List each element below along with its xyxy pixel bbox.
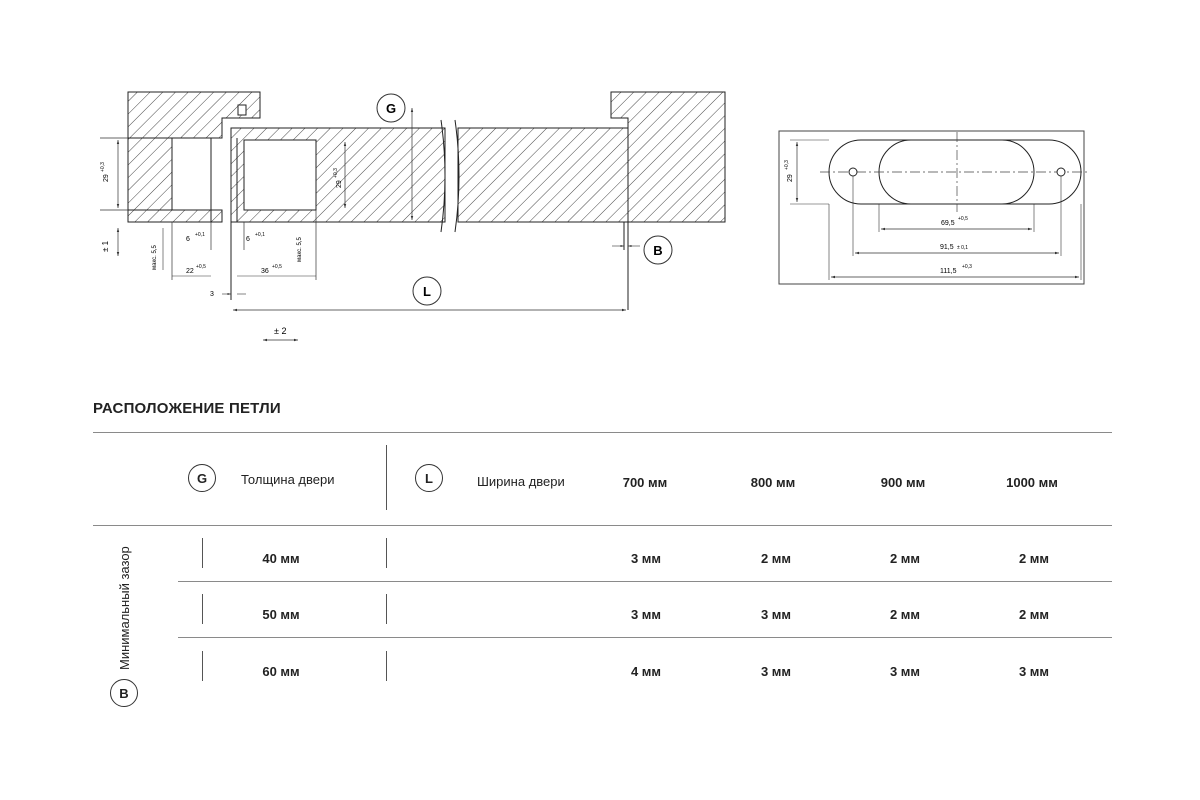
door-thickness-label: Толщина двери xyxy=(241,472,335,487)
width-header-700: 700 мм xyxy=(622,475,668,490)
dim-three: 3 xyxy=(210,291,214,298)
row-2-divider xyxy=(386,594,387,624)
row-2-thickness: 50 мм xyxy=(262,607,300,622)
dim-22-tol: +0,5 xyxy=(196,264,206,270)
b-symbol-circle: B xyxy=(110,679,138,707)
hinge-installation-drawing: 29 +0,3 29 +0,3 G 6 +0,1 6 +0,1 22 +0,5 … xyxy=(100,91,1090,342)
dim-91-value: 91,5 xyxy=(940,244,954,251)
row-2-value-800: 3 мм xyxy=(760,607,792,622)
b-symbol: B xyxy=(653,243,662,258)
dim-111-tol: +0,3 xyxy=(962,264,972,270)
dim-six-a-value: 6 xyxy=(186,236,190,243)
row-3-value-800: 3 мм xyxy=(760,664,792,679)
table-l-symbol: L xyxy=(425,470,433,486)
dim-69-value: 69,5 xyxy=(941,220,955,227)
dim-max-a: макс. 5,5 xyxy=(152,245,158,270)
width-header-900: 900 мм xyxy=(880,475,926,490)
row-3-left-tick xyxy=(202,651,203,681)
row-2-value-900: 2 мм xyxy=(889,607,921,622)
l-symbol-circle: L xyxy=(415,464,443,492)
table-b-symbol: B xyxy=(119,685,129,701)
row-1-value-900: 2 мм xyxy=(889,551,921,566)
dim-six-b-tol: +0,1 xyxy=(255,232,265,238)
row-3-value-1000: 3 мм xyxy=(1018,664,1050,679)
b-gap-marker: B xyxy=(612,235,673,265)
dim-91-tol: ± 0,1 xyxy=(957,245,968,251)
width-header-1000: 1000 мм xyxy=(1006,475,1058,490)
dim-six-b-value: 6 xyxy=(246,236,250,243)
table-top-rule xyxy=(93,432,1112,433)
dim-left-height-value: 29 xyxy=(103,174,110,182)
dim-plus-minus-2-value: ± 2 xyxy=(274,326,286,336)
dimension-plus-minus-2: ± 2 xyxy=(263,326,298,342)
door-width-label: Ширина двери xyxy=(477,474,565,489)
right-frame-section xyxy=(610,91,726,310)
row-2-rule xyxy=(178,637,1112,638)
row-1-value-800: 2 мм xyxy=(760,551,792,566)
dim-pocket-height-tol: +0,3 xyxy=(333,168,339,178)
row-2-value-700: 3 мм xyxy=(630,607,662,622)
row-3-value-900: 3 мм xyxy=(889,664,921,679)
dim-pocket-height-value: 29 xyxy=(336,180,343,188)
left-frame-section xyxy=(127,91,261,223)
dim-max-b: макс. 5,5 xyxy=(297,237,303,262)
dimensions-pocket-detail: 6 +0,1 6 +0,1 22 +0,5 36 +0,5 макс. 5,5 … xyxy=(101,210,317,280)
row-1-rule xyxy=(178,581,1112,582)
dimension-pocket-height: 29 +0,3 xyxy=(333,142,347,208)
l-symbol: L xyxy=(423,284,431,299)
dim-111-value: 111,5 xyxy=(940,268,957,275)
row-2-left-tick xyxy=(202,594,203,624)
door-leaf-section xyxy=(230,119,629,300)
dim-right-height-value: 29 xyxy=(787,174,794,182)
g-thickness-marker: G xyxy=(376,93,414,220)
dimension-left-height: 29 +0,3 xyxy=(100,137,128,211)
dim-36-tol: +0,5 xyxy=(272,264,282,270)
g-symbol: G xyxy=(386,101,396,116)
row-1-left-tick xyxy=(202,538,203,568)
dim-six-a-tol: +0,1 xyxy=(195,232,205,238)
row-3-divider xyxy=(386,651,387,681)
dim-plus-minus-1: ± 1 xyxy=(101,240,110,252)
row-3-value-700: 4 мм xyxy=(630,664,662,679)
g-symbol-circle: G xyxy=(188,464,216,492)
row-1-value-1000: 2 мм xyxy=(1018,551,1050,566)
width-header-800: 800 мм xyxy=(750,475,796,490)
dim-right-height-tol: +0,3 xyxy=(784,160,790,170)
section-title: РАСПОЛОЖЕНИЕ ПЕТЛИ xyxy=(93,400,281,417)
dim-69-tol: +0,5 xyxy=(958,216,968,222)
minimum-gap-label: Минимальный зазор xyxy=(117,546,132,670)
header-rule xyxy=(93,525,1112,526)
row-1-divider xyxy=(386,538,387,568)
header-divider xyxy=(386,445,387,510)
row-3-thickness: 60 мм xyxy=(262,664,300,679)
dim-36-value: 36 xyxy=(261,268,269,275)
dimension-width-l: 3 L xyxy=(210,276,626,312)
dim-22-value: 22 xyxy=(186,268,194,275)
row-2-value-1000: 2 мм xyxy=(1018,607,1050,622)
hinge-slot-plan-view: 29 +0,3 69,5 +0,5 91,5 ± 0,1 111,5 +0,3 xyxy=(778,130,1090,285)
table-g-symbol: G xyxy=(196,470,208,486)
dim-left-height-tol: +0,3 xyxy=(100,162,106,172)
row-1-thickness: 40 мм xyxy=(262,551,300,566)
row-1-value-700: 3 мм xyxy=(630,551,662,566)
